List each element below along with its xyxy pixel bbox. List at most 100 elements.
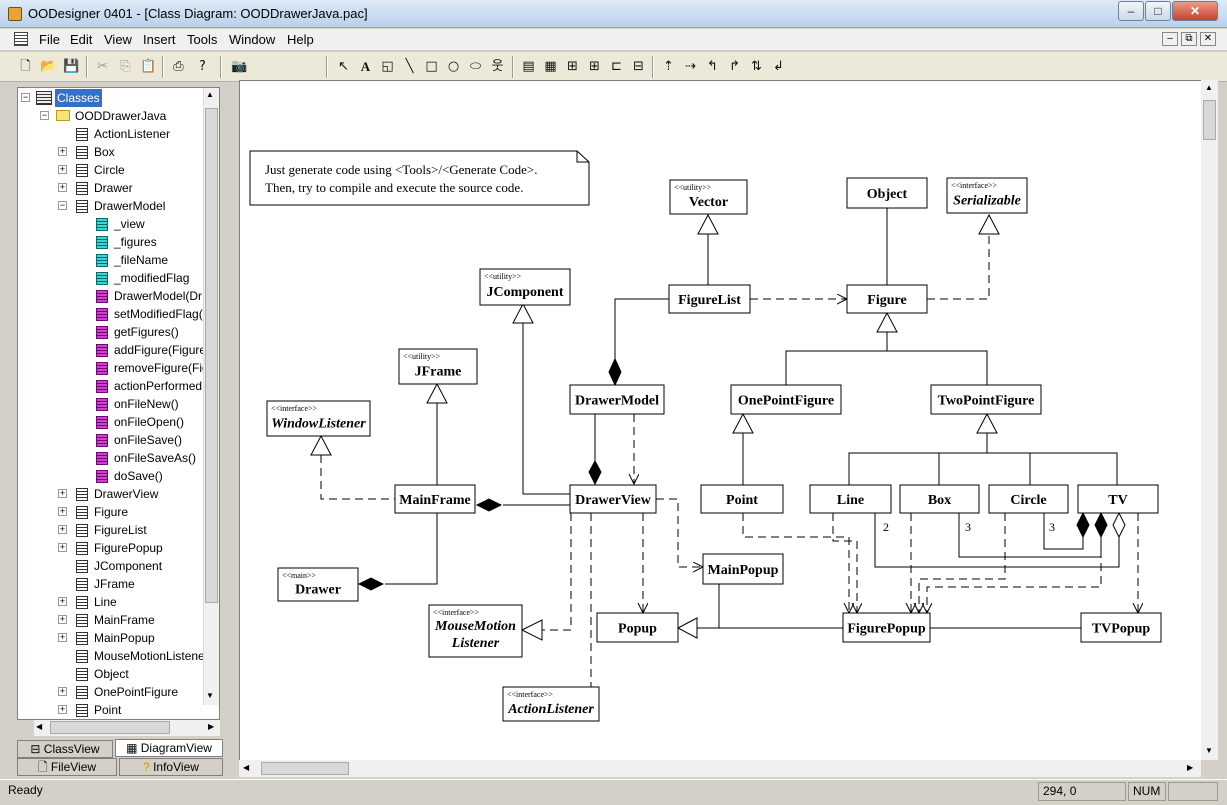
tree-horizontal-scrollbar[interactable]: ◀ ▶ <box>34 720 220 736</box>
expand-icon[interactable]: + <box>58 146 67 156</box>
class-box[interactable]: <<utility>>Vector <box>669 179 748 215</box>
scroll-right-icon[interactable]: ▶ <box>208 722 215 731</box>
tree-item[interactable]: +Line <box>18 593 218 611</box>
tree-item[interactable]: _figures <box>18 233 218 251</box>
association-icon[interactable]: ↰ <box>707 59 718 74</box>
circle-icon[interactable]: ○ <box>447 59 460 74</box>
tree-item[interactable]: +OnePointFigure <box>18 683 218 701</box>
help-icon[interactable]: ? <box>199 59 206 74</box>
menu-edit[interactable]: Edit <box>70 32 93 47</box>
tree-root[interactable]: −Classes <box>18 89 218 107</box>
generalization-icon[interactable]: ⇡ <box>663 59 674 74</box>
scroll-down-icon[interactable]: ▼ <box>206 691 214 700</box>
text-icon[interactable]: A <box>360 59 371 74</box>
tree-item[interactable]: onFileNew() <box>18 395 218 413</box>
open-icon[interactable]: 📂 <box>40 59 57 74</box>
save-icon[interactable]: 💾 <box>63 59 80 74</box>
tree-item[interactable]: MouseMotionListene <box>18 647 218 665</box>
scroll-thumb[interactable] <box>1203 100 1216 140</box>
diagram-vertical-scrollbar[interactable]: ▲ ▼ <box>1201 80 1218 760</box>
class-box[interactable]: Figure <box>846 284 928 314</box>
maximize-button[interactable]: □ <box>1145 1 1171 21</box>
menu-tools[interactable]: Tools <box>187 32 218 47</box>
class-box[interactable]: Box <box>899 484 980 514</box>
tree-item[interactable]: DrawerModel(Dr <box>18 287 218 305</box>
class-box[interactable]: <<main>>Drawer <box>277 567 359 602</box>
tree-item[interactable]: JComponent <box>18 557 218 575</box>
doc-minimize-button[interactable]: – <box>1162 32 1178 46</box>
tree-vertical-scrollbar[interactable]: ▲ ▼ <box>203 88 219 705</box>
expand-icon[interactable]: + <box>58 704 67 714</box>
class-box[interactable]: <<interface>>WindowListener <box>266 400 371 437</box>
menu-view[interactable]: View <box>104 32 132 47</box>
class-box[interactable]: TV <box>1077 484 1159 514</box>
class-box[interactable]: TwoPointFigure <box>930 384 1042 415</box>
camera-icon[interactable]: 📷 <box>231 59 248 74</box>
collapse-icon[interactable]: − <box>40 110 49 120</box>
expand-icon[interactable]: + <box>58 614 67 624</box>
menu-window[interactable]: Window <box>229 32 276 47</box>
expand-icon[interactable]: + <box>58 164 67 174</box>
minimize-button[interactable]: – <box>1118 1 1144 21</box>
print-icon[interactable]: ⎙ <box>173 59 184 74</box>
table-icon[interactable]: ⊞ <box>567 59 578 74</box>
scroll-thumb[interactable] <box>205 108 218 603</box>
tree-item[interactable]: removeFigure(Fig <box>18 359 218 377</box>
collapse-icon[interactable]: − <box>58 200 67 210</box>
tree-item[interactable]: +FigureList <box>18 521 218 539</box>
class-box[interactable]: MainPopup <box>702 553 784 585</box>
document-icon[interactable] <box>14 32 28 46</box>
diagram-horizontal-scrollbar[interactable]: ◀ ▶ <box>239 760 1201 777</box>
scroll-thumb[interactable] <box>50 721 170 734</box>
tree-item[interactable]: setModifiedFlag( <box>18 305 218 323</box>
link-icon[interactable]: ↲ <box>773 59 784 74</box>
class-diagram[interactable]: Just generate code using <Tools>/<Genera… <box>240 81 1201 760</box>
class-box[interactable]: FigurePopup <box>842 612 931 643</box>
class-box[interactable]: Line <box>809 484 892 514</box>
expand-icon[interactable]: + <box>58 596 67 606</box>
copy-icon[interactable]: ⎘ <box>120 59 131 74</box>
scroll-left-icon[interactable]: ◀ <box>36 722 43 731</box>
expand-icon[interactable]: + <box>58 686 67 696</box>
doc-close-button[interactable]: ✕ <box>1200 32 1216 46</box>
expand-icon[interactable]: + <box>58 524 67 534</box>
scroll-down-icon[interactable]: ▼ <box>1205 746 1213 755</box>
line-icon[interactable]: ╲ <box>405 59 414 74</box>
note-icon[interactable]: ◱ <box>381 59 394 74</box>
scroll-left-icon[interactable]: ◀ <box>243 763 250 772</box>
tree-item[interactable]: +MainFrame <box>18 611 218 629</box>
paste-icon[interactable]: 📋 <box>140 59 157 74</box>
menu-help[interactable]: Help <box>287 32 314 47</box>
tree-package[interactable]: −OODDrawerJava <box>18 107 218 125</box>
class-box[interactable]: OnePointFigure <box>730 384 842 415</box>
class-stereo-icon[interactable]: ▦ <box>544 59 557 74</box>
tree-item[interactable]: onFileOpen() <box>18 413 218 431</box>
actor-icon[interactable]: 웃 <box>491 59 504 74</box>
expand-icon[interactable]: + <box>58 542 67 552</box>
class-box[interactable]: DrawerView <box>569 484 657 514</box>
scroll-up-icon[interactable]: ▲ <box>206 90 214 99</box>
tab-class-view[interactable]: ⊟ ClassView <box>17 740 113 758</box>
package-icon[interactable]: ⊏ <box>611 59 622 74</box>
tree-item[interactable]: onFileSave() <box>18 431 218 449</box>
tree-item[interactable]: +MainPopup <box>18 629 218 647</box>
class-box[interactable]: Point <box>700 484 784 514</box>
expand-icon[interactable]: + <box>58 488 67 498</box>
class-box[interactable]: FigureList <box>668 284 751 314</box>
tree-item[interactable]: JFrame <box>18 575 218 593</box>
class-box[interactable]: <<utility>>JFrame <box>398 348 478 385</box>
tab-diagram-view[interactable]: ▦ DiagramView <box>115 739 223 757</box>
composition-icon[interactable]: ⇅ <box>751 59 762 74</box>
scroll-right-icon[interactable]: ▶ <box>1187 763 1194 772</box>
tree-item[interactable]: _view <box>18 215 218 233</box>
expand-icon[interactable]: + <box>58 506 67 516</box>
tree-item[interactable]: +Figure <box>18 503 218 521</box>
tab-file-view[interactable]: 🗋 FileView <box>17 758 117 776</box>
class-box[interactable]: MainFrame <box>394 484 476 514</box>
menu-insert[interactable]: Insert <box>143 32 176 47</box>
class-box[interactable]: <<utility>>JComponent <box>479 268 571 306</box>
tree-item[interactable]: +FigurePopup <box>18 539 218 557</box>
class-box[interactable]: Object <box>846 177 928 209</box>
doc-restore-button[interactable]: ⧉ <box>1181 32 1197 46</box>
